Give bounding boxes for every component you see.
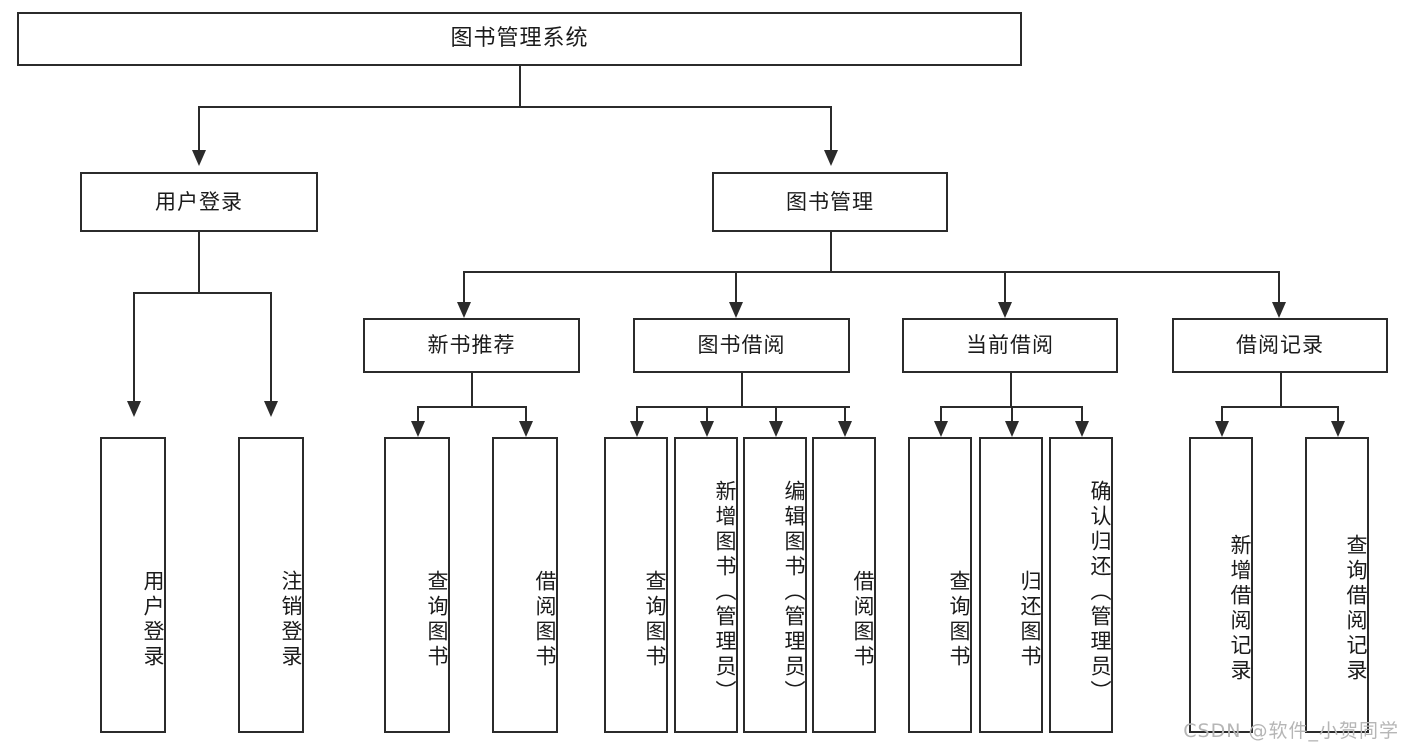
arrowhead-new-book-rec — [457, 302, 471, 318]
connector-root-bar — [198, 106, 832, 108]
connector-newbook-stem — [471, 373, 473, 406]
arrowhead-borrow-record — [1272, 302, 1286, 318]
arrowhead-leaf-add-book — [700, 421, 714, 437]
connector-user-login-bar — [133, 292, 271, 294]
node-new-book-rec: 新书推荐 — [363, 318, 580, 373]
node-leaf-query-book-3: 查询图书 — [908, 437, 972, 733]
connector-root-stem — [519, 66, 521, 106]
arrowhead-leaf-query-record — [1331, 421, 1345, 437]
connector-currentborrow-drop-1 — [940, 406, 942, 421]
node-leaf-return-book: 归还图书 — [979, 437, 1043, 733]
connector-borrowrecord-bar — [1221, 406, 1339, 408]
connector-bookborrow-drop-1 — [636, 406, 638, 421]
node-leaf-query-book-2: 查询图书 — [604, 437, 668, 733]
connector-bookborrow-drop-2 — [706, 406, 708, 421]
connector-l3-drop-2 — [735, 271, 737, 302]
node-book-borrow: 图书借阅 — [633, 318, 850, 373]
arrowhead-book-borrow — [729, 302, 743, 318]
arrowhead-current-borrow — [998, 302, 1012, 318]
node-root-system: 图书管理系统 — [17, 12, 1022, 66]
arrowhead-leaf-query-book-1 — [411, 421, 425, 437]
watermark-text: CSDN @软件_小贺同学 — [1183, 720, 1399, 742]
arrowhead-leaf-borrow-book-1 — [519, 421, 533, 437]
arrowhead-leaf-logout — [264, 401, 278, 417]
connector-currentborrow-drop-3 — [1081, 406, 1083, 421]
arrowhead-leaf-add-record — [1215, 421, 1229, 437]
node-current-borrow: 当前借阅 — [902, 318, 1118, 373]
arrowhead-leaf-query-book-3 — [934, 421, 948, 437]
node-book-manage: 图书管理 — [712, 172, 948, 232]
node-borrow-record: 借阅记录 — [1172, 318, 1388, 373]
connector-borrowrecord-drop-1 — [1221, 406, 1223, 421]
connector-bookborrow-bar — [636, 406, 850, 408]
connector-borrowrecord-stem — [1280, 373, 1282, 406]
connector-l3-drop-1 — [463, 271, 465, 302]
connector-bookborrow-drop-3 — [775, 406, 777, 421]
node-user-login: 用户登录 — [80, 172, 318, 232]
node-leaf-query-book-1: 查询图书 — [384, 437, 450, 733]
node-leaf-edit-book: 编辑图书（管理员） — [743, 437, 807, 733]
connector-newbook-drop-1 — [417, 406, 419, 421]
connector-root-right-drop — [830, 106, 832, 150]
connector-newbook-bar — [417, 406, 527, 408]
node-leaf-logout: 注销登录 — [238, 437, 304, 733]
arrowhead-leaf-return-book — [1005, 421, 1019, 437]
arrowhead-leaf-user-login — [127, 401, 141, 417]
connector-currentborrow-drop-2 — [1011, 406, 1013, 421]
connector-l3-drop-4 — [1278, 271, 1280, 302]
node-leaf-borrow-book-2: 借阅图书 — [812, 437, 876, 733]
connector-borrowrecord-drop-2 — [1337, 406, 1339, 421]
connector-currentborrow-stem — [1010, 373, 1012, 406]
arrowhead-leaf-edit-book — [769, 421, 783, 437]
node-leaf-borrow-book-1: 借阅图书 — [492, 437, 558, 733]
connector-l3-drop-3 — [1004, 271, 1006, 302]
arrowhead-book-manage — [824, 150, 838, 166]
connector-user-login-drop-2 — [270, 292, 272, 401]
connector-newbook-drop-2 — [525, 406, 527, 421]
arrowhead-leaf-confirm-return — [1075, 421, 1089, 437]
connector-book-manage-bar — [463, 271, 1280, 273]
arrowhead-leaf-query-book-2 — [630, 421, 644, 437]
node-leaf-add-record: 新增借阅记录 — [1189, 437, 1253, 733]
connector-bookborrow-stem — [741, 373, 743, 406]
node-leaf-confirm-return: 确认归还（管理员） — [1049, 437, 1113, 733]
node-leaf-query-record: 查询借阅记录 — [1305, 437, 1369, 733]
connector-bookborrow-drop-4 — [844, 406, 846, 421]
arrowhead-leaf-borrow-book-2 — [838, 421, 852, 437]
connector-user-login-drop-1 — [133, 292, 135, 401]
arrowhead-user-login — [192, 150, 206, 166]
node-leaf-add-book: 新增图书（管理员） — [674, 437, 738, 733]
connector-user-login-stem — [198, 232, 200, 292]
connector-root-left-drop — [198, 106, 200, 150]
node-leaf-user-login: 用户登录 — [100, 437, 166, 733]
connector-book-manage-stem — [830, 232, 832, 271]
